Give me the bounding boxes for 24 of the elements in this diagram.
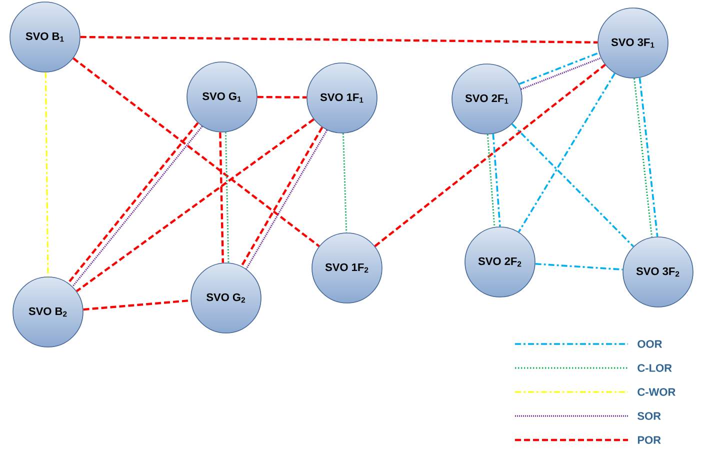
- connector-line: [219, 132, 224, 263]
- connector-line: [80, 36, 598, 44]
- connector-line: [374, 64, 606, 248]
- connector-line: [520, 57, 602, 90]
- legend-label: C-WOR: [638, 388, 676, 396]
- connector-line: [224, 132, 230, 263]
- connector-line: [486, 134, 496, 228]
- legend-label: SOR: [638, 412, 661, 420]
- connector-line: [511, 123, 634, 248]
- connector-line: [83, 299, 191, 311]
- connector-line: [535, 262, 623, 270]
- connector-line: [257, 96, 307, 98]
- connector-line: [634, 78, 653, 238]
- connector-line: [638, 78, 658, 237]
- connector-line: [492, 134, 501, 227]
- connector-line: [76, 118, 314, 292]
- legend-label: OOR: [638, 340, 662, 348]
- legend-label: POR: [638, 436, 661, 444]
- legend-label: C-LOR: [638, 364, 672, 372]
- connector-line: [342, 133, 348, 233]
- connector-line: [518, 52, 600, 85]
- connector-line: [72, 57, 320, 248]
- connector-line: [518, 72, 616, 232]
- connector-line: [44, 72, 49, 277]
